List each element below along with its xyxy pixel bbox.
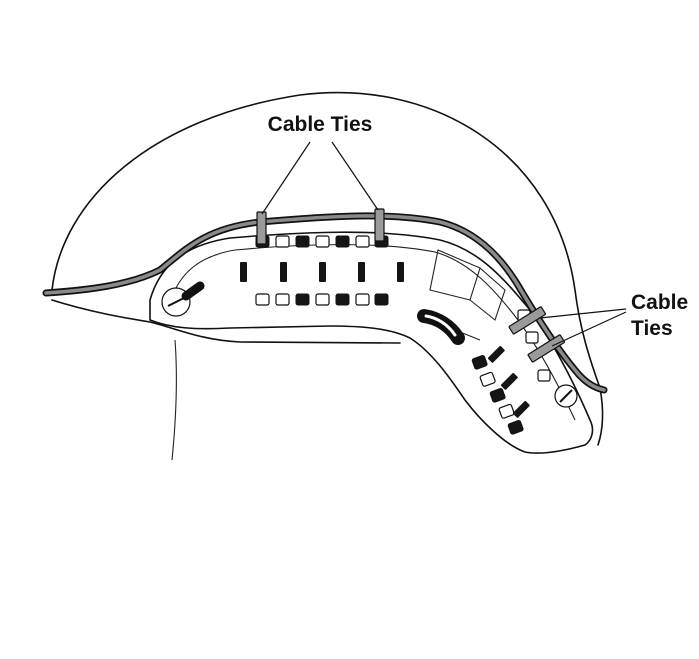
curved-slot	[424, 316, 458, 338]
screw-knob	[162, 286, 200, 316]
leader-lines-top	[262, 142, 378, 214]
rear-screw	[555, 385, 577, 407]
bottom-hole-row	[256, 294, 388, 305]
label-side-ties: Ties	[631, 317, 673, 340]
cable-tie-2	[375, 209, 384, 241]
top-hole-row	[256, 236, 388, 247]
cable-tie-1	[257, 212, 266, 244]
label-side-cable: Cable	[631, 291, 688, 314]
side-rail	[150, 232, 592, 460]
label-top-cable-ties: Cable Ties	[268, 113, 373, 136]
middle-slot-row	[240, 262, 404, 282]
helmet-shell	[52, 93, 602, 445]
